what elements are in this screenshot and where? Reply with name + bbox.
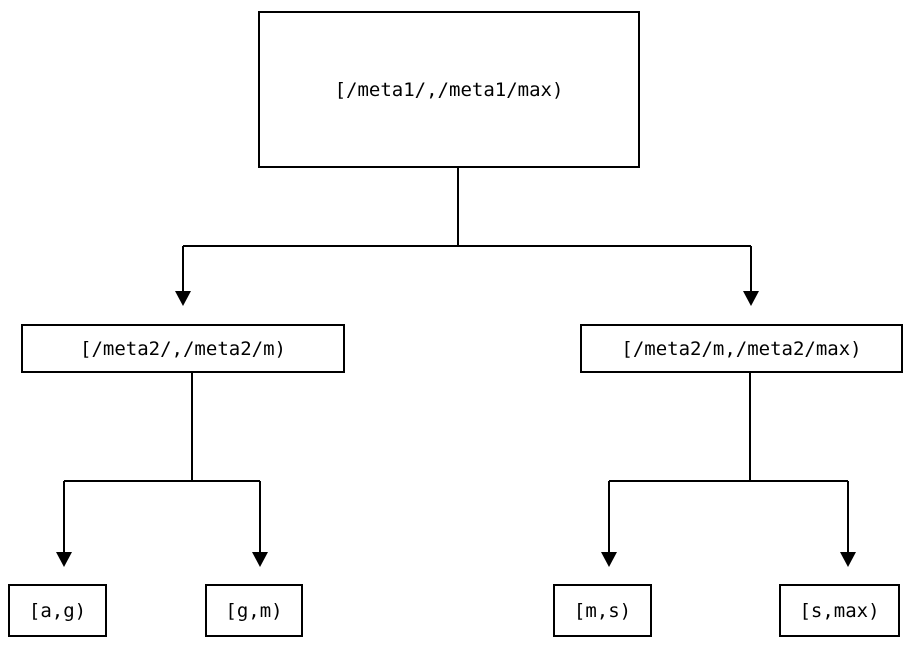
edge-root-to-mid-left-arrowhead-icon bbox=[175, 291, 191, 306]
node-leaf-g-m-box[interactable] bbox=[205, 584, 303, 637]
node-leaf-s-max-box[interactable] bbox=[779, 584, 900, 637]
edge-root-to-mid-right-arrowhead-icon bbox=[743, 291, 759, 306]
edge-mid-right-to-leaf-m-s bbox=[601, 373, 848, 567]
node-root-box[interactable] bbox=[258, 11, 640, 168]
node-mid-right[interactable]: [/meta2/m,/meta2/max) bbox=[580, 324, 903, 373]
node-leaf-a-g[interactable]: [a,g) bbox=[8, 584, 107, 637]
node-leaf-m-s[interactable]: [m,s) bbox=[553, 584, 652, 637]
node-mid-left-label: [/meta2/,/meta2/m) bbox=[80, 338, 286, 360]
node-leaf-m-s-box[interactable] bbox=[553, 584, 652, 637]
edge-root-to-mid-left bbox=[175, 168, 751, 306]
node-leaf-m-s-label: [m,s) bbox=[574, 600, 631, 622]
node-leaf-a-g-box[interactable] bbox=[8, 584, 107, 637]
edge-mid-left-to-leaf-g-m bbox=[252, 481, 268, 567]
edge-mid-right-to-leaf-s-max bbox=[840, 481, 856, 567]
edge-root-to-mid-right bbox=[743, 246, 759, 306]
nodes-layer: [/meta1/,/meta1/max) [/meta2/,/meta2/m) [/… bbox=[8, 11, 903, 637]
node-mid-left-box[interactable] bbox=[21, 324, 345, 373]
edge-mid-left-to-leaf-g-m-arrowhead-icon bbox=[252, 552, 268, 567]
node-mid-right-box[interactable] bbox=[580, 324, 903, 373]
edge-mid-right-to-leaf-m-s-arrowhead-icon bbox=[601, 552, 617, 567]
node-leaf-s-max-label: [s,max) bbox=[799, 600, 879, 622]
node-mid-left[interactable]: [/meta2/,/meta2/m) bbox=[21, 324, 345, 373]
edges-layer bbox=[56, 168, 856, 567]
node-leaf-s-max[interactable]: [s,max) bbox=[779, 584, 900, 637]
edge-mid-left-to-leaf-a-g-arrowhead-icon bbox=[56, 552, 72, 567]
edge-mid-left-to-leaf-a-g bbox=[56, 373, 260, 567]
node-root-label: [/meta1/,/meta1/max) bbox=[335, 79, 564, 101]
node-root[interactable]: [/meta1/,/meta1/max) bbox=[258, 11, 640, 168]
node-leaf-a-g-label: [a,g) bbox=[29, 600, 86, 622]
node-leaf-g-m[interactable]: [g,m) bbox=[205, 584, 303, 637]
node-leaf-g-m-label: [g,m) bbox=[225, 600, 282, 622]
node-mid-right-label: [/meta2/m,/meta2/max) bbox=[621, 338, 861, 360]
edge-mid-right-to-leaf-s-max-arrowhead-icon bbox=[840, 552, 856, 567]
